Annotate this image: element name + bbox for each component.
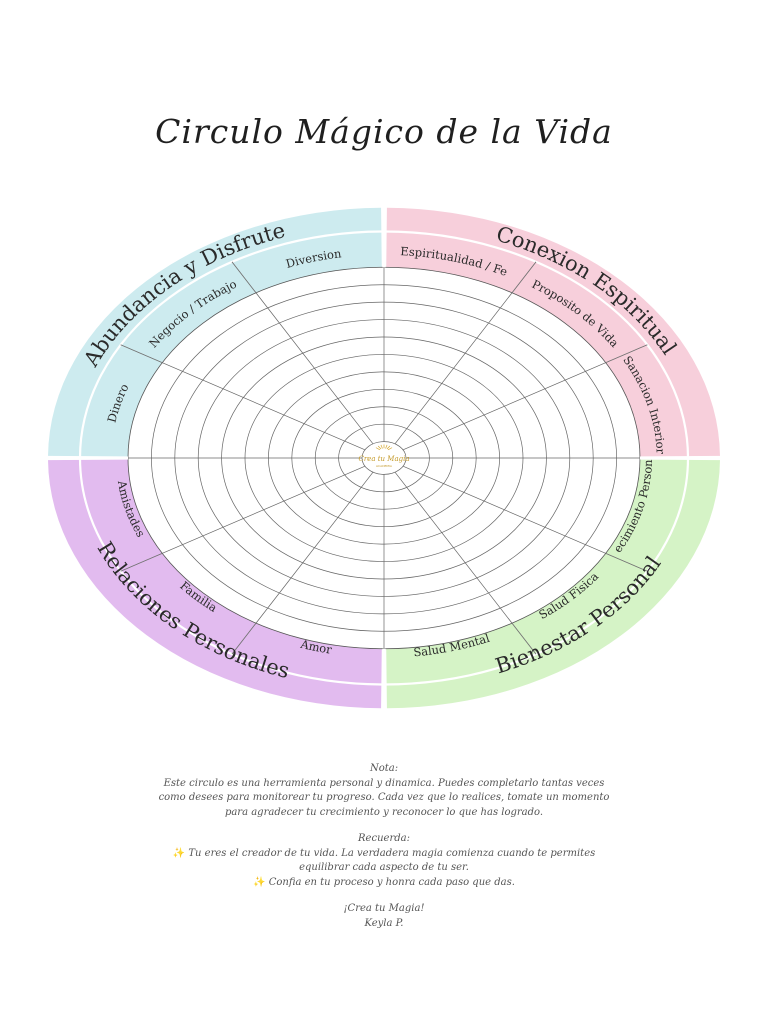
item-divider — [120, 344, 163, 363]
page-title: Circulo Mágico de la Vida — [155, 112, 613, 151]
sparkles-icon: ✨ — [253, 876, 266, 888]
notes-section: Nota: Este circulo es una herramienta pe… — [84, 762, 684, 931]
quadrant-band-bottom-right — [386, 459, 720, 709]
item-divider — [605, 344, 648, 363]
center-circle — [361, 441, 407, 475]
item-divider — [511, 622, 537, 655]
recuerda-heading: Recuerda: — [358, 833, 410, 844]
life-area-label: Amor — [298, 637, 333, 657]
nota-line: Este circulo es una herramienta personal… — [163, 777, 605, 789]
item-divider — [231, 622, 257, 655]
sun-icon — [375, 447, 381, 451]
item-divider — [231, 261, 257, 294]
signature: Keyla P. — [364, 917, 404, 929]
item-divider — [511, 261, 537, 294]
sun-icon — [385, 444, 388, 449]
item-divider — [120, 553, 163, 572]
logo-text: Crea tu Magia — [358, 455, 409, 463]
sparkles-icon: ✨ — [172, 847, 186, 859]
quadrant-band-top-left — [48, 207, 382, 457]
recuerda-line: ✨ Tu eres el creador de tu vida. La verd… — [172, 847, 596, 859]
closing-text: ¡Crea tu Magia! — [343, 903, 425, 914]
sun-icon — [377, 445, 382, 450]
nota-line: como desees para monitorear tu progreso.… — [158, 792, 610, 803]
sun-icon — [387, 447, 393, 451]
logo-subtext: ACADEMIA — [376, 464, 393, 468]
sun-icon — [386, 445, 391, 450]
recuerda-line: ✨ Confia en tu proceso y honra cada paso… — [253, 876, 515, 888]
nota-line: para agradecer tu crecimiento y reconoce… — [224, 806, 544, 818]
sun-icon — [380, 444, 383, 449]
quadrant-band-top-right — [386, 207, 720, 457]
quadrant-band-bottom-left — [48, 459, 382, 709]
recuerda-line: equilibrar cada aspecto de tu ser. — [299, 862, 469, 873]
nota-heading: Nota: — [369, 763, 399, 774]
item-divider — [605, 553, 648, 572]
